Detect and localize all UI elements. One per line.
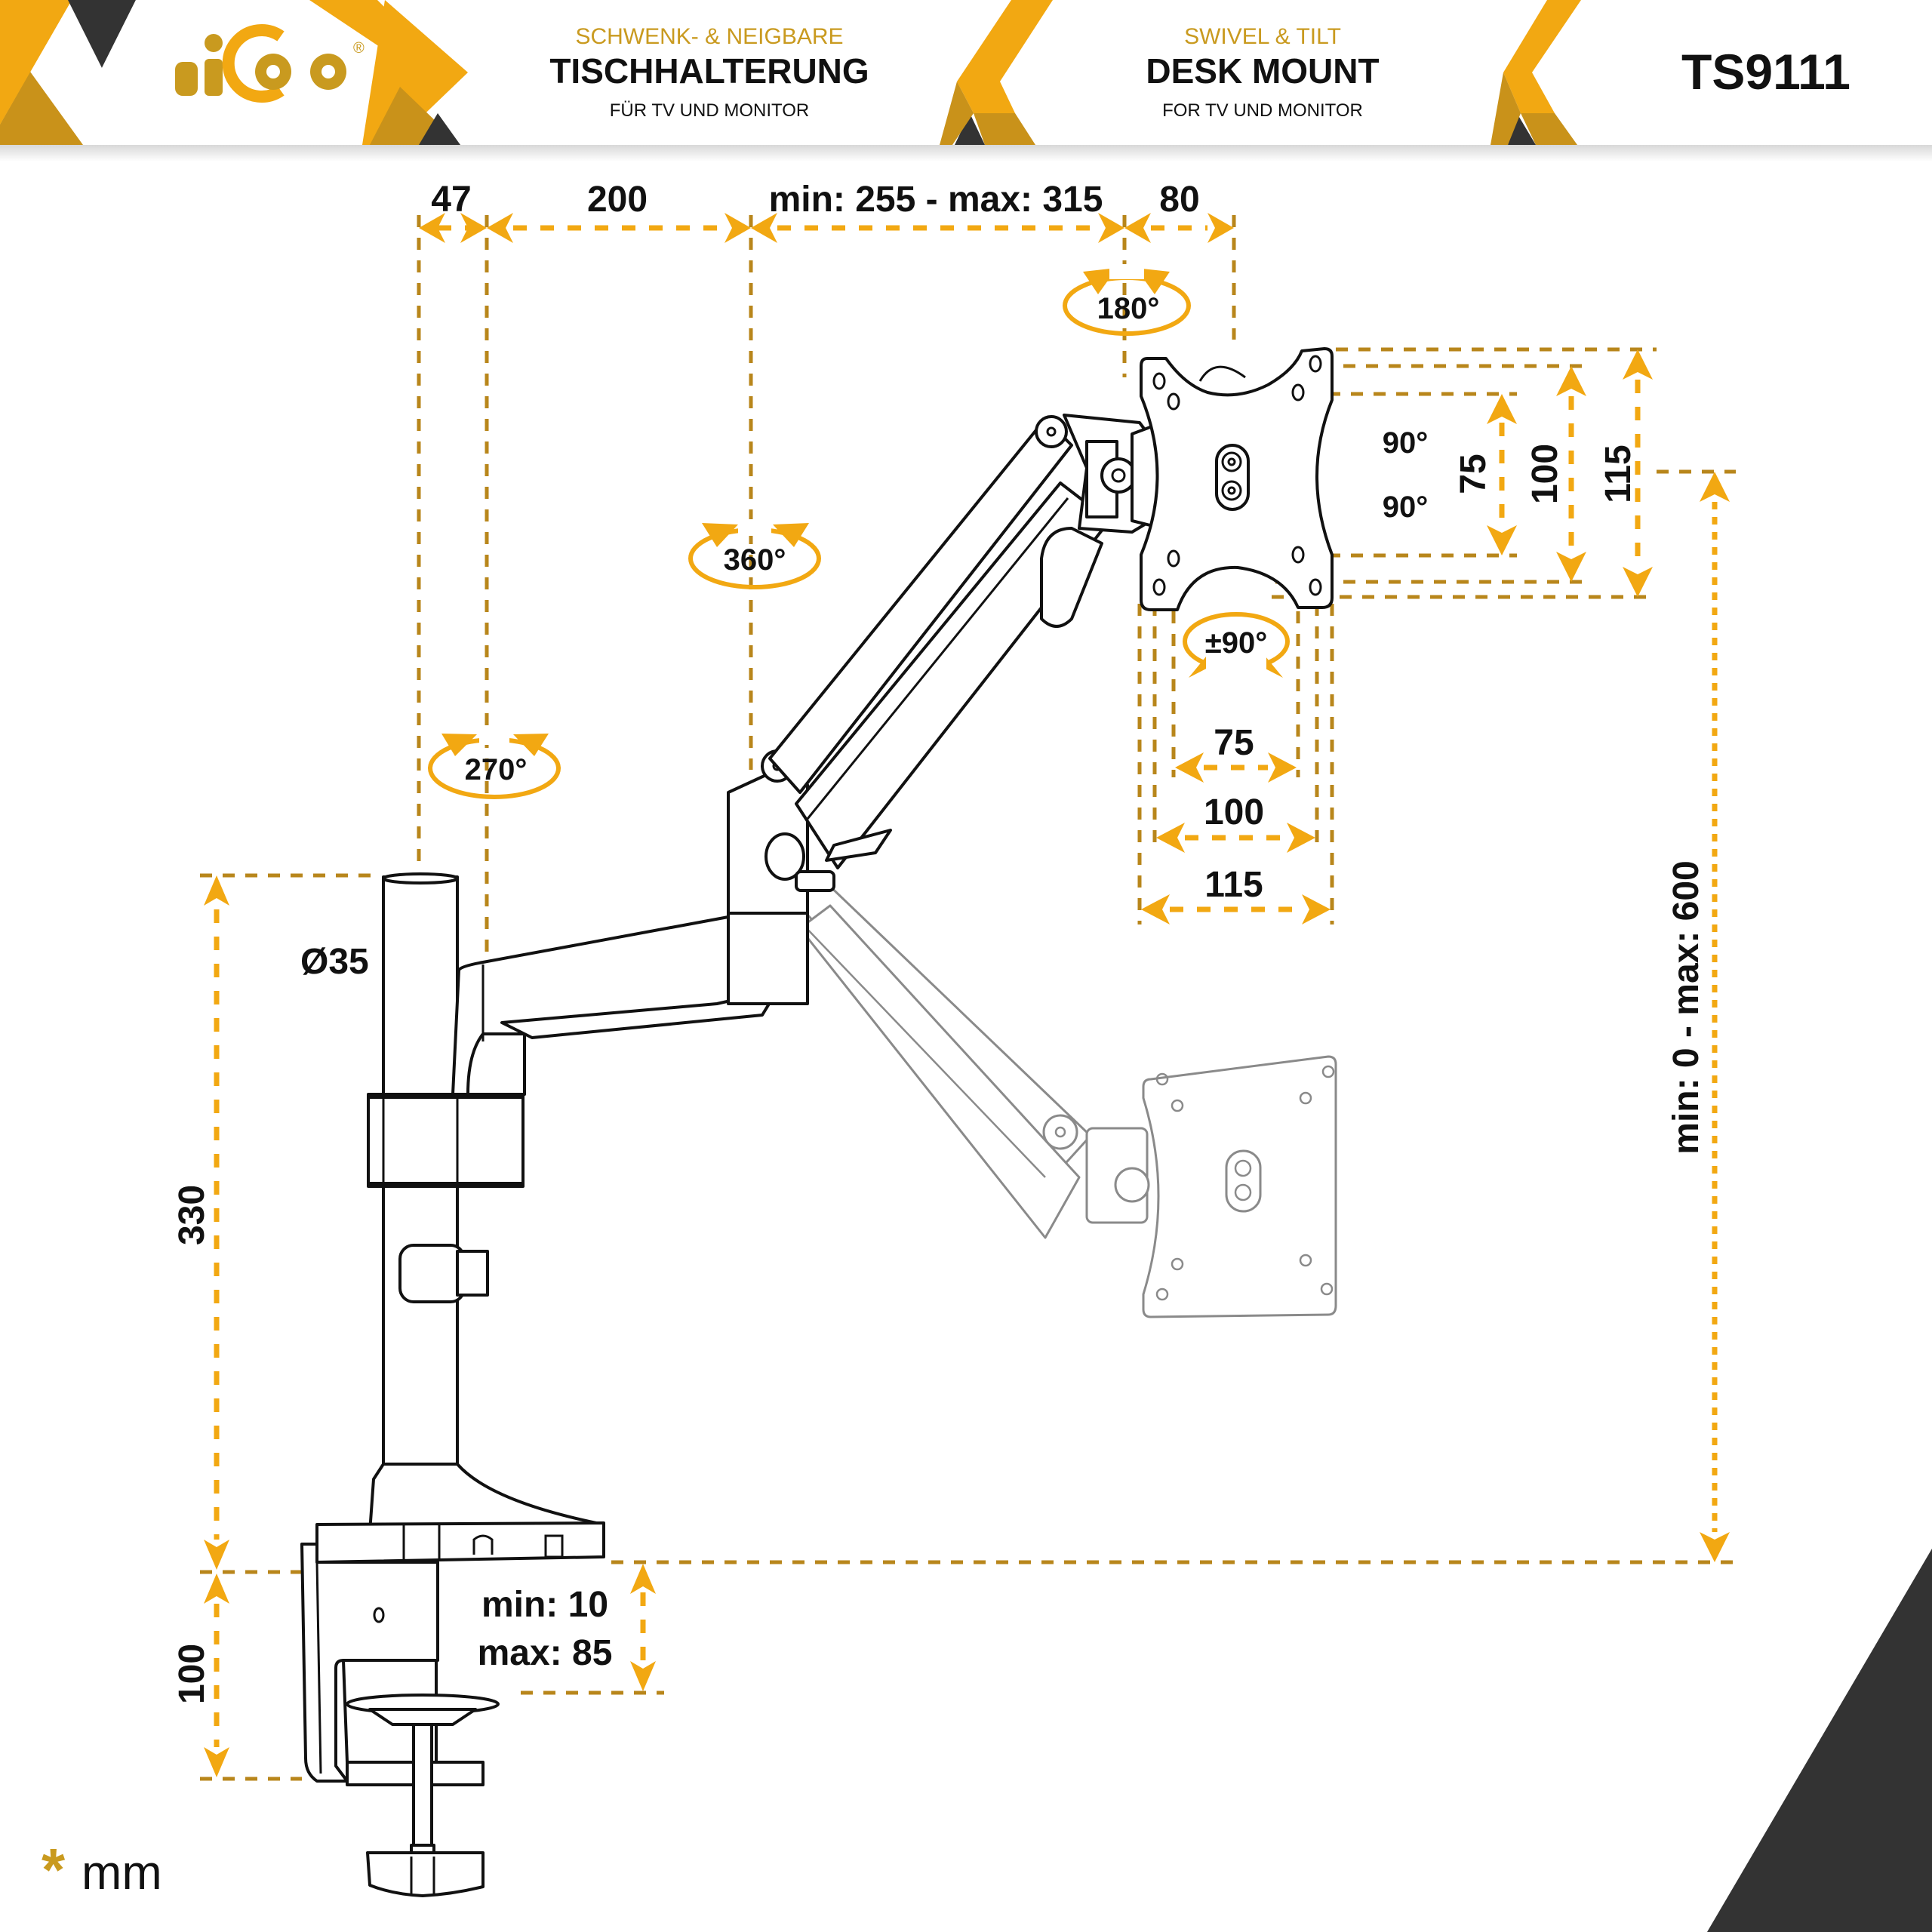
lower-arm xyxy=(451,912,779,1096)
pole-height-dimension: 330 Ø35 xyxy=(172,873,377,1570)
vesa-v-100: 100 xyxy=(1525,444,1565,504)
vesa-h-75: 75 xyxy=(1214,723,1254,763)
ghost-arm-lowered xyxy=(783,878,1337,1318)
vesa-v-75: 75 xyxy=(1454,454,1494,494)
registered-mark: ® xyxy=(353,40,365,57)
units-note: * mm xyxy=(42,1836,162,1903)
vesa-v-115: 115 xyxy=(1598,445,1638,503)
german-caption: FÜR TV UND MONITOR xyxy=(610,100,809,121)
english-title: DESK MOUNT xyxy=(1146,51,1379,91)
vesa-h-115: 115 xyxy=(1204,865,1263,905)
tilt-up-label: 90° xyxy=(1383,426,1429,460)
tilt-bracket xyxy=(1063,414,1164,534)
units-marker: * xyxy=(42,1836,66,1903)
english-subtitle: SWIVEL & TILT xyxy=(1184,24,1341,49)
german-subtitle: SCHWENK- & NEIGBARE xyxy=(575,24,843,49)
german-title: TISCHHALTERUNG xyxy=(549,51,869,91)
model-number: TS9111 xyxy=(1681,44,1850,100)
english-caption: FOR TV UND MONITOR xyxy=(1162,100,1363,121)
rotation-270: 270° xyxy=(428,728,561,799)
elbow-joint xyxy=(727,749,835,1005)
tilt-down-label: 90° xyxy=(1383,491,1429,524)
corner-decoration xyxy=(1707,1549,1932,1932)
rotate-90: ±90° xyxy=(1183,612,1290,678)
brand-logo: ® xyxy=(175,24,365,103)
clamp-height-label: 100 xyxy=(172,1644,212,1704)
vesa-plate xyxy=(1140,347,1334,611)
dim-200: 200 xyxy=(587,180,648,220)
rotation-180-label: 180° xyxy=(1097,292,1160,325)
desk-thickness-dimension: min: 10 max: 85 xyxy=(478,1560,672,1695)
banner-decoration-middle xyxy=(940,0,1053,145)
rotation-180: 180° xyxy=(1063,264,1191,336)
banner-decoration-left xyxy=(0,0,468,145)
desk-max-label: max: 85 xyxy=(478,1633,613,1673)
top-dimensions: 47 200 min: 255 - max: 315 80 xyxy=(417,180,1236,981)
desk-min-label: min: 10 xyxy=(481,1585,608,1625)
desk-clamp xyxy=(300,1463,605,1897)
rotation-360-label: 360° xyxy=(724,543,786,577)
rotate-90-label: ±90° xyxy=(1205,626,1267,660)
units-label: mm xyxy=(82,1845,162,1900)
pole-height-label: 330 xyxy=(172,1185,212,1245)
banner-decoration-right xyxy=(1491,0,1581,145)
dim-80: 80 xyxy=(1159,180,1199,220)
vesa-h-100: 100 xyxy=(1204,792,1264,832)
rotation-270-label: 270° xyxy=(465,753,528,786)
header-banner: ® SCHWENK- & NEIGBARE TISCHHALTERUNG FÜR… xyxy=(0,0,1932,162)
rotation-360: 360° xyxy=(688,519,821,589)
dim-arm-length: min: 255 - max: 315 xyxy=(769,180,1103,220)
vesa-horizontal-dimensions: ±90° 75 100 115 xyxy=(1137,604,1334,924)
pole-diameter-label: Ø35 xyxy=(300,942,369,982)
upper-arm xyxy=(768,415,1111,869)
dim-47: 47 xyxy=(431,180,471,220)
clamp-height-dimension: 100 xyxy=(172,1570,355,1781)
height-range-dimension: min: 0 - max: 600 xyxy=(657,469,1736,1564)
height-range-label: min: 0 - max: 600 xyxy=(1666,860,1706,1154)
